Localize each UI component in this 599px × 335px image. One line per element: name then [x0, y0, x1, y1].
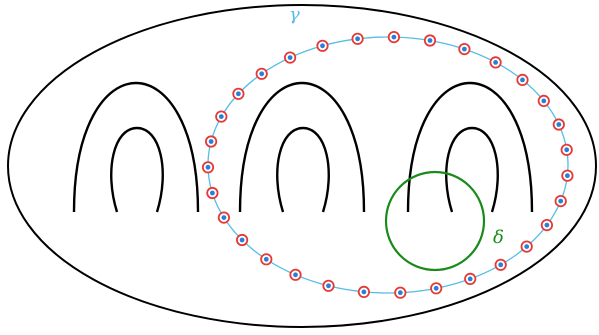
gamma-marker-dot [205, 164, 211, 170]
handle-2-inner [276, 126, 330, 213]
gamma-marker-dot [293, 272, 298, 278]
gamma-marker-dot [397, 290, 403, 296]
gamma-marker [516, 73, 529, 87]
gamma-marker [351, 32, 364, 45]
gamma-marker-dot [498, 262, 504, 268]
gamma-label: γ [289, 4, 300, 25]
gamma-marker [494, 258, 507, 271]
gamma-marker-dot [433, 285, 439, 291]
gamma-marker-dot [263, 256, 269, 262]
gamma-marker [205, 135, 218, 148]
delta-label: δ [493, 227, 504, 248]
gamma-marker [552, 118, 565, 131]
gamma-marker-dot [520, 77, 525, 83]
gamma-marker [236, 233, 249, 247]
delta-curve [384, 170, 486, 272]
gamma-marker-dot [493, 60, 498, 65]
gamma-marker-dot [544, 222, 550, 228]
gamma-marker-dot [556, 122, 562, 127]
handle-1-outer [72, 81, 200, 213]
gamma-marker [560, 143, 573, 156]
gamma-marker [316, 39, 329, 52]
handle-1-inner [110, 126, 164, 213]
gamma-marker-dot [236, 91, 241, 97]
gamma-marker [260, 253, 273, 266]
gamma-marker [201, 161, 215, 174]
gamma-marker [394, 286, 407, 299]
gamma-marker [387, 30, 400, 44]
gamma-marker-dot [259, 71, 265, 77]
gamma-marker [232, 87, 245, 100]
gamma-marker-dot [541, 98, 547, 104]
gamma-marker-dot [320, 43, 325, 49]
gamma-marker [430, 282, 443, 295]
gamma-marker-dot [524, 244, 530, 250]
handle-2-outer [238, 81, 366, 213]
gamma-markers [201, 30, 574, 299]
handle-3-inner [445, 126, 499, 213]
gamma-marker [255, 67, 268, 80]
gamma-marker-dot [218, 114, 224, 119]
gamma-marker [215, 110, 228, 123]
gamma-marker-dot [565, 173, 570, 179]
gamma-marker-dot [558, 198, 564, 204]
gamma-marker [206, 186, 219, 200]
gamma-marker [322, 279, 335, 292]
gamma-marker [537, 94, 550, 108]
gamma-marker-dot [361, 289, 367, 295]
gamma-marker [554, 195, 567, 208]
gamma-marker [464, 272, 477, 285]
gamma-marker-dot [208, 139, 214, 144]
gamma-marker [283, 51, 297, 64]
gamma-marker-dot [287, 55, 293, 60]
gamma-marker [217, 211, 230, 224]
gamma-marker [423, 34, 437, 47]
handle-3-outer [406, 81, 534, 213]
gamma-marker-dot [467, 276, 473, 282]
gamma-marker-dot [239, 237, 245, 243]
gamma-marker-dot [564, 147, 570, 153]
gamma-marker [289, 268, 302, 281]
gamma-marker-dot [462, 46, 467, 52]
gamma-marker-dot [221, 215, 227, 221]
gamma-marker-dot [427, 38, 433, 43]
gamma-marker [458, 42, 471, 56]
gamma-marker [561, 169, 574, 182]
gamma-marker [520, 240, 533, 253]
gamma-marker [357, 285, 370, 298]
gamma-marker-dot [326, 283, 331, 289]
surface-boundary [7, 4, 597, 328]
gamma-marker [540, 219, 554, 232]
gamma-marker-dot [355, 36, 360, 42]
gamma-marker-dot [210, 190, 215, 196]
gamma-marker-dot [391, 34, 397, 40]
gamma-marker [489, 56, 502, 69]
